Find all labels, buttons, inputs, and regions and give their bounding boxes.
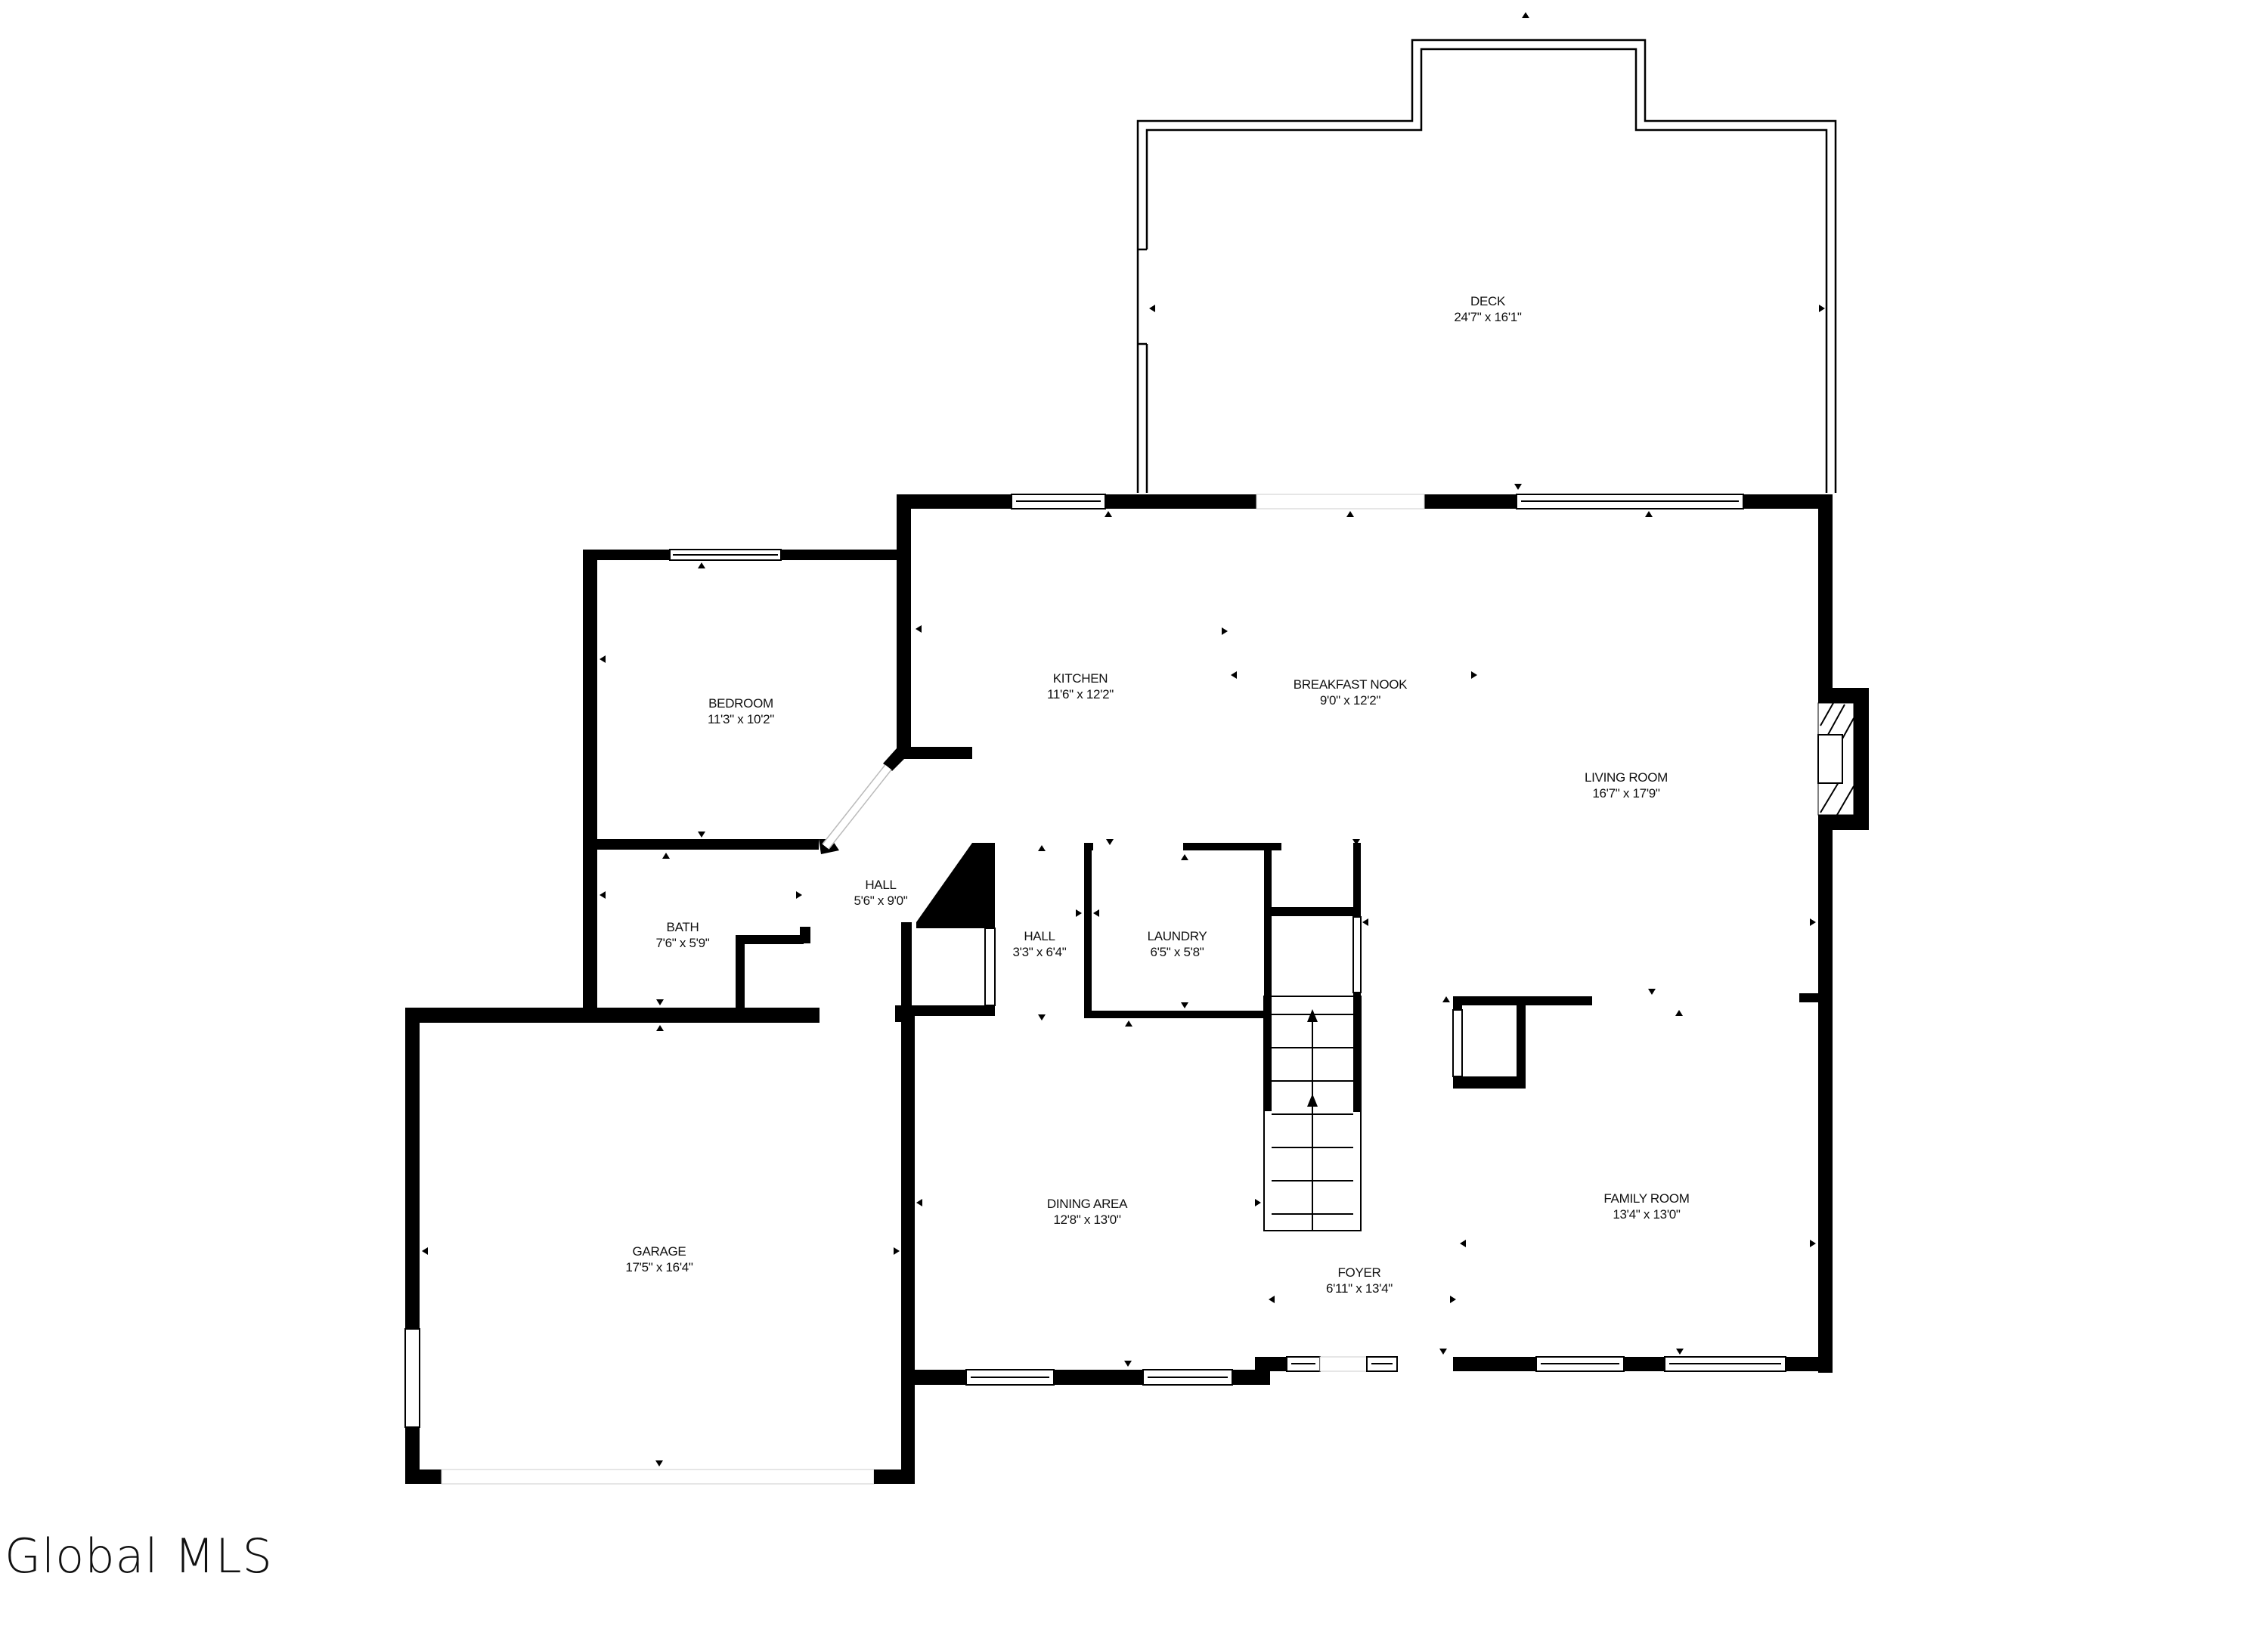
room-label-foyer: FOYER 6'11" x 13'4" xyxy=(1325,1265,1393,1296)
room-label-hall-1: HALL 5'6" x 9'0" xyxy=(854,878,908,908)
staircase xyxy=(1263,996,1362,1231)
windows-bottom xyxy=(965,1356,1786,1386)
room-label-bedroom: BEDROOM 11'3" x 10'2" xyxy=(707,696,775,726)
deck-outline xyxy=(1136,39,1837,493)
bedroom-bath-walls xyxy=(405,549,911,1023)
room-label-laundry: LAUNDRY 6'5" x 5'8" xyxy=(1147,929,1207,959)
garage-walls xyxy=(404,1008,915,1485)
room-label-hall-2: HALL 3'3" x 6'4" xyxy=(1012,929,1067,959)
room-label-living-room: LIVING ROOM 16'7" x 17'9" xyxy=(1584,770,1668,801)
room-label-dining-area: DINING AREA 12'8" x 13'0" xyxy=(1046,1197,1128,1227)
global-mls-logo: Global MLS xyxy=(5,1528,273,1584)
fireplace xyxy=(1817,702,1854,816)
room-label-breakfast-nook: BREAKFAST NOOK 9'0" x 12'2" xyxy=(1293,677,1408,708)
room-label-garage: GARAGE 17'5" x 16'4" xyxy=(625,1244,693,1274)
windows-top xyxy=(1011,494,1744,509)
room-label-kitchen: KITCHEN 11'6" x 12'2" xyxy=(1046,671,1114,701)
room-label-deck: DECK 24'7" x 16'1" xyxy=(1454,294,1522,324)
dimension-markers xyxy=(422,12,1825,1466)
room-label-bath: BATH 7'6" x 5'9" xyxy=(655,920,710,950)
interior-walls xyxy=(895,843,1592,1112)
room-label-family-room: FAMILY ROOM 13'4" x 13'0" xyxy=(1603,1191,1690,1222)
